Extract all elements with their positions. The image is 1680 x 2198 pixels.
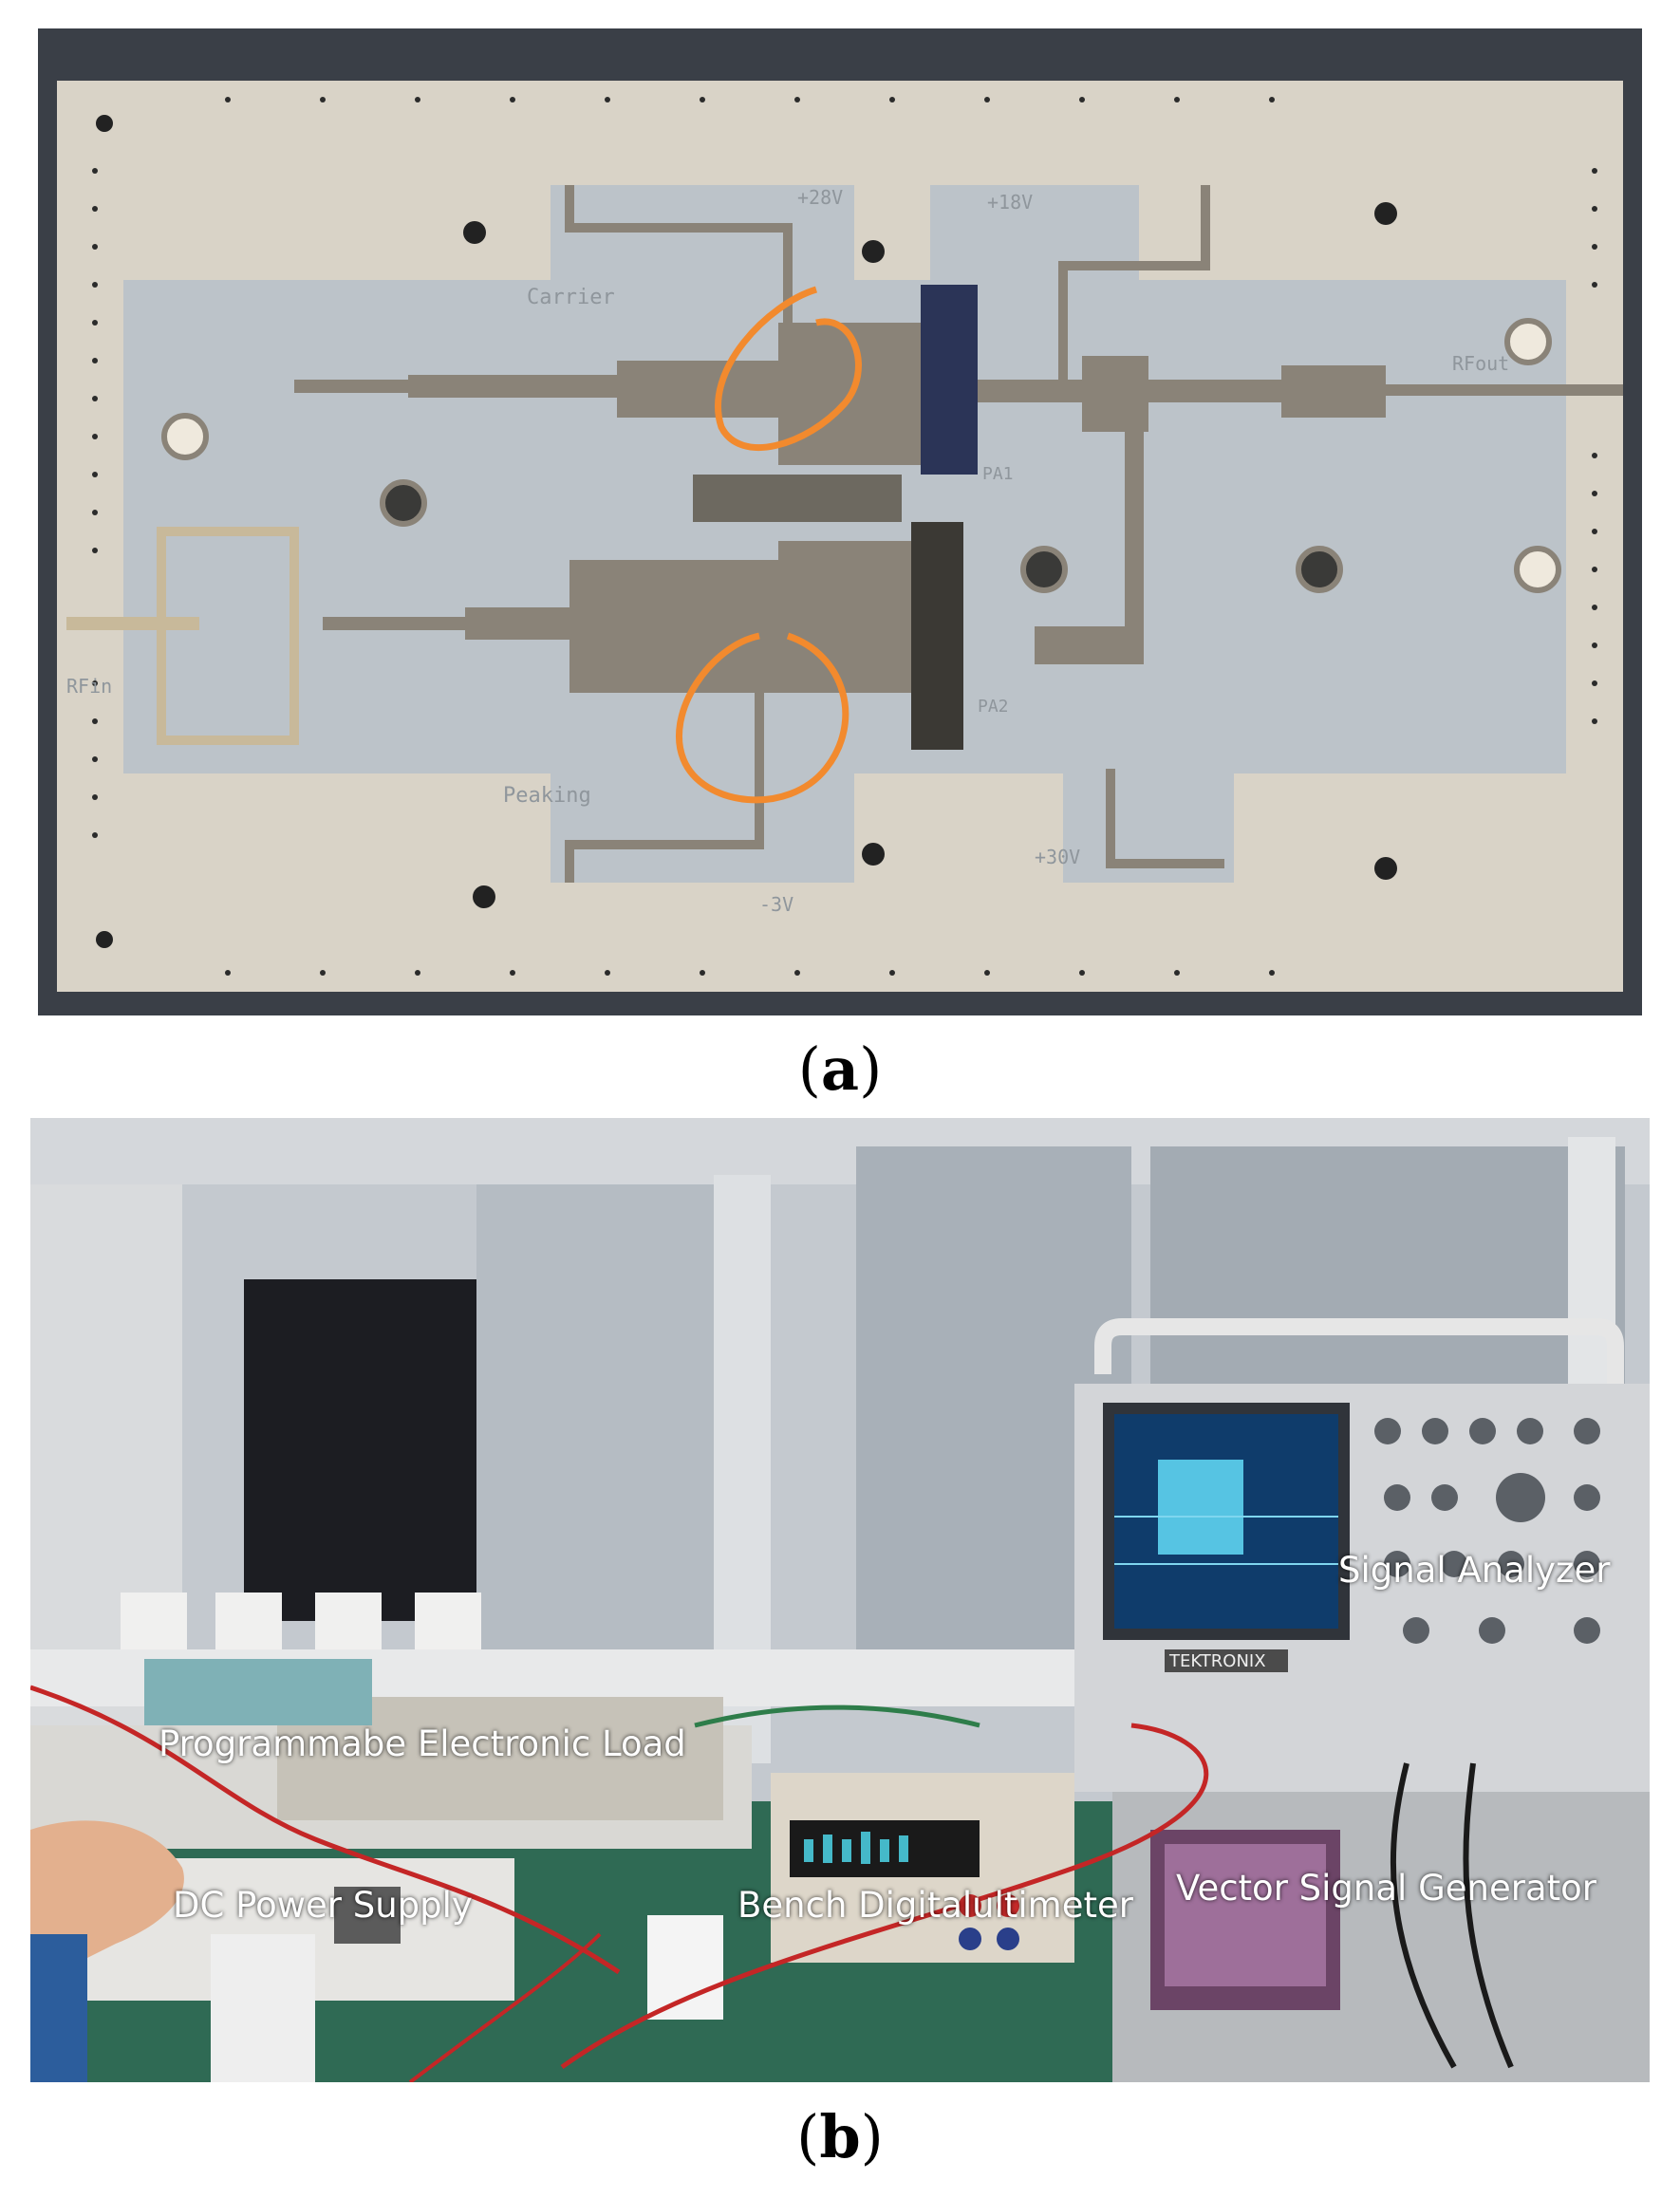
label-dc-power-supply: DC Power Supply [173,1885,473,1926]
pa2-device [911,522,963,750]
label-carrier: Carrier [527,286,615,309]
pcb-illustration: Carrier Peaking RFout RFin PA1 PA2 +28V … [57,81,1623,992]
pa1-device [921,285,978,475]
carrier-input-trace [294,380,408,393]
via-rows [92,97,1597,976]
caption-b: (b) [796,2102,884,2171]
label-v18: +18V [987,191,1033,214]
lab-illustration: TEKTRONIX [30,1118,1650,2082]
label-v30: +30V [1035,846,1080,868]
label-signal-analyzer: Signal Analyzer [1338,1550,1611,1591]
pcb-substrate [123,280,1566,773]
annotation-circle-peaking [676,632,849,804]
label-peaking: Peaking [503,784,591,808]
label-vector-signal-generator: Vector Signal Generator [1176,1868,1596,1909]
peaking-input-trace [323,617,465,630]
label-v-neg: -3V [759,893,793,916]
splitter-trace [157,527,299,745]
caption-a: (a) [797,1034,883,1104]
label-rf-out: RFout [1452,352,1509,375]
label-rf-in: RFin [66,675,112,698]
lab-setup-photo: TEKTRONIX Signal Analyzer Programmabe El… [30,1118,1650,2082]
caption-a-letter: a [820,1034,860,1104]
label-bench-multimeter: Bench Digitalultimeter [737,1885,1133,1926]
label-v28: +28V [797,186,843,209]
label-electronic-load: Programmabe Electronic Load [159,1723,686,1764]
annotation-circle-carrier [715,286,862,451]
label-pa1: PA1 [982,464,1014,484]
label-pa2: PA2 [978,697,1009,717]
rf-in-trace [66,617,199,630]
caption-b-letter: b [819,2102,861,2171]
pcb-photo: Carrier Peaking RFout RFin PA1 PA2 +28V … [38,28,1642,1015]
analyzer-brand: TEKTRONIX [1168,1651,1266,1671]
peaking-matching-pad [569,560,778,693]
analyzer-handle [1094,1318,1624,1393]
